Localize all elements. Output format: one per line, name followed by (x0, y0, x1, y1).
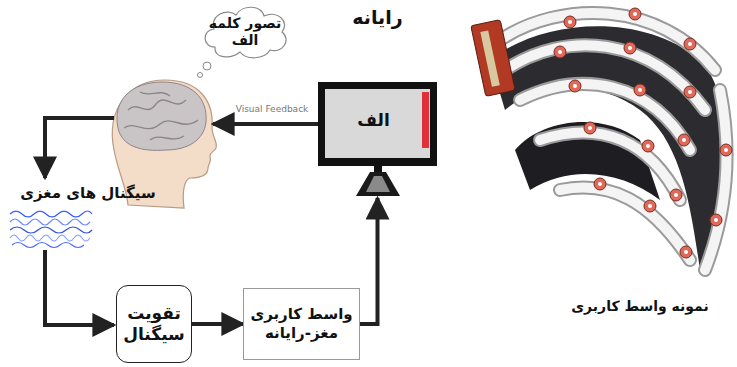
brain-waves (10, 211, 92, 248)
monitor-outline (318, 82, 437, 198)
flow-arrow (192, 322, 243, 326)
screen-text: الف (325, 110, 422, 131)
thought-cloud: تصور کلمه الف (200, 2, 290, 62)
computer-monitor: رایانهالف (318, 82, 437, 198)
amplifier-box: تقویت سیگنال (116, 285, 192, 363)
node-heading: رایانه (298, 6, 457, 30)
arrow-label: Visual Feedback (226, 104, 318, 114)
feedback-arrow (213, 122, 318, 126)
interface-box: واسط کاربری مغز-رایانه (243, 288, 360, 360)
caption-label: نمونه واسط کاربری (555, 298, 725, 314)
thought-bubble (198, 73, 203, 78)
signal-label: سیگنال های مغزی (8, 184, 168, 202)
eeg-headset (471, 8, 732, 270)
signal-arrow (45, 118, 114, 178)
signal-arrow (45, 250, 114, 325)
flow-arrow (360, 198, 378, 324)
node-text: تقویت سیگنال (123, 303, 185, 346)
node-text: تصور کلمه الف (206, 15, 284, 50)
thought-bubble (203, 62, 211, 70)
node-text: واسط کاربری مغز-رایانه (250, 305, 353, 343)
